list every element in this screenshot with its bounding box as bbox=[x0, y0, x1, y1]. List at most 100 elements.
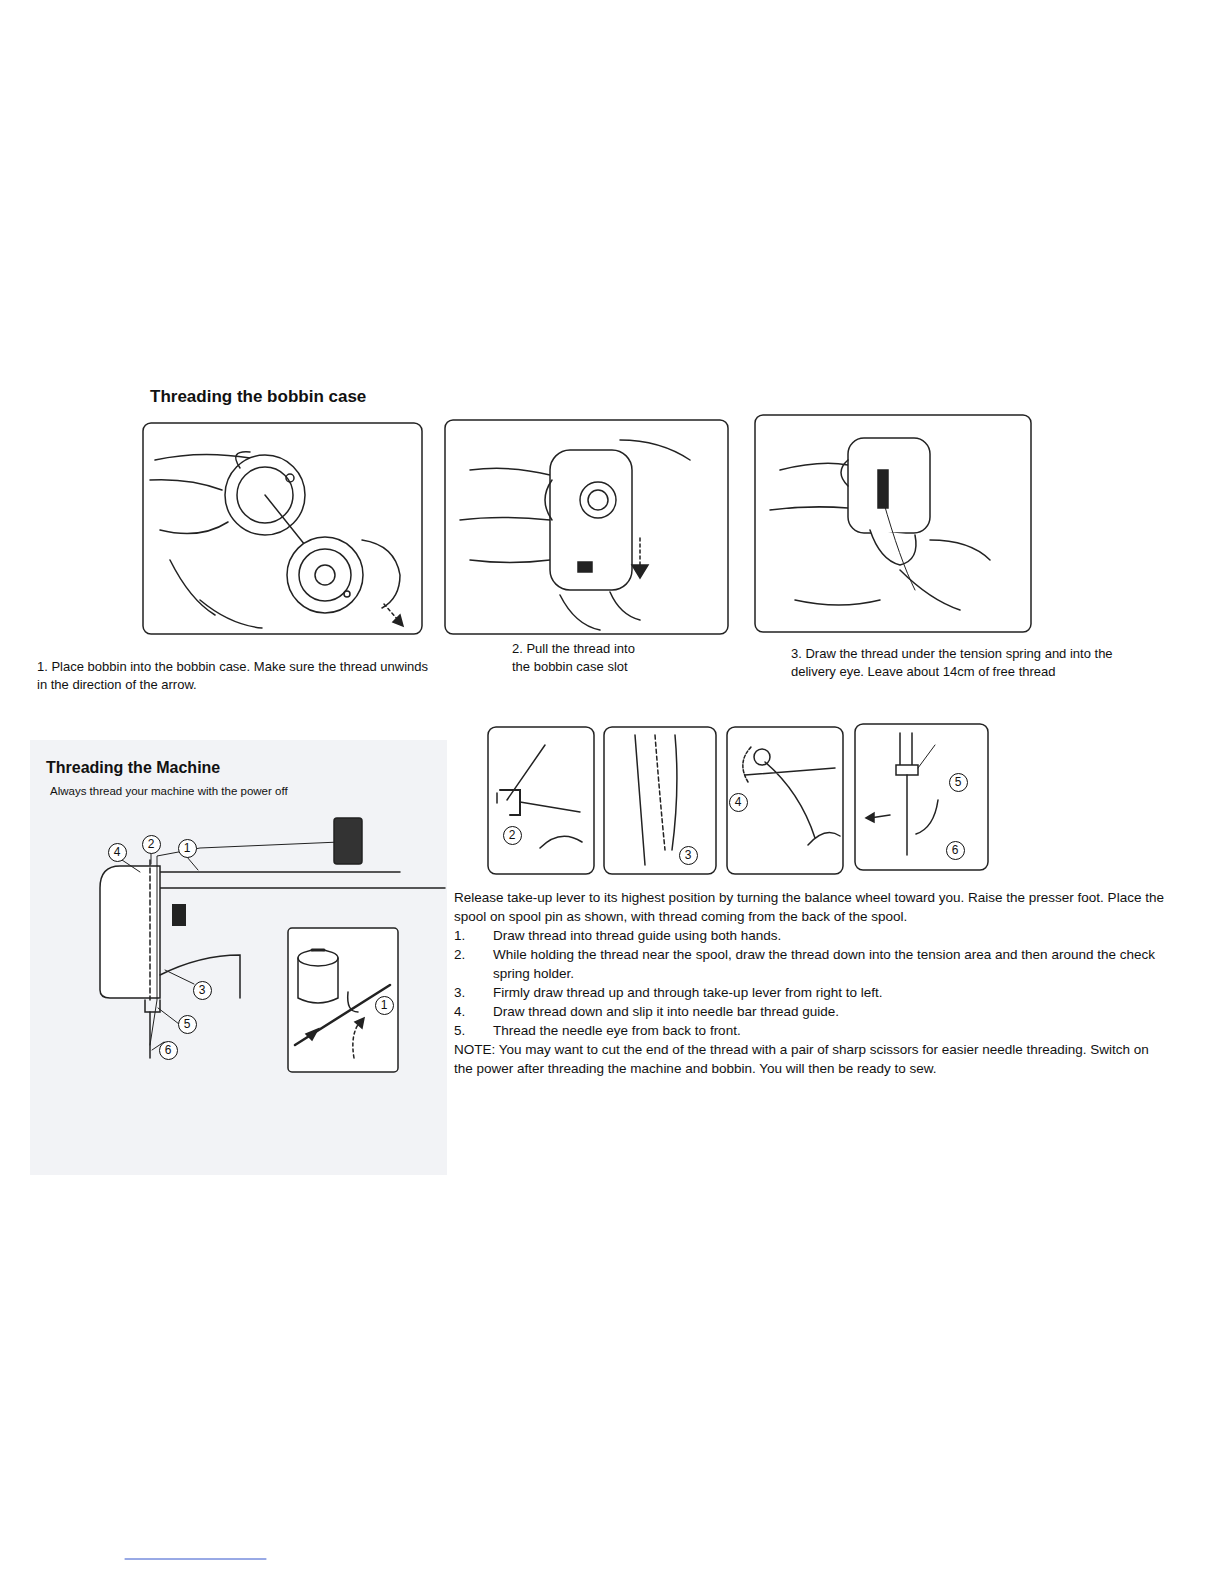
photo-frame bbox=[755, 415, 1031, 632]
item-number: 2. bbox=[454, 945, 493, 983]
machine-head bbox=[100, 866, 160, 998]
section-heading: Threading the bobbin case bbox=[150, 385, 366, 409]
bobbin-case bbox=[286, 474, 294, 482]
needle-clamp bbox=[896, 765, 918, 775]
paragraph: Release take-up lever to its highest pos… bbox=[454, 888, 1169, 926]
subheading: Always thread your machine with the powe… bbox=[50, 783, 370, 799]
callout-number: 3 bbox=[193, 981, 212, 1000]
direction-arrow bbox=[639, 538, 641, 566]
scan-ground bbox=[30, 740, 447, 1175]
thread bbox=[918, 745, 935, 768]
arrow-head bbox=[306, 1029, 318, 1040]
step-caption: 3. Draw the thread under the tension spr… bbox=[791, 645, 1121, 681]
thread bbox=[883, 500, 915, 590]
callout-text: 4 bbox=[735, 796, 742, 808]
callout-number: 3 bbox=[679, 846, 698, 865]
item-number: 5. bbox=[454, 1021, 493, 1040]
callout-number: 4 bbox=[729, 793, 748, 812]
needle-bar bbox=[149, 860, 151, 1000]
latch bbox=[841, 460, 848, 486]
spool-pin bbox=[312, 949, 324, 952]
step-frame bbox=[727, 727, 843, 874]
tension-dial bbox=[172, 904, 186, 926]
callout-number: 2 bbox=[142, 835, 161, 854]
bobbin-case bbox=[550, 450, 632, 590]
hand-sketch bbox=[770, 463, 990, 610]
list-item: 4.Draw thread down and slip it into need… bbox=[454, 1002, 1169, 1021]
thread-guide bbox=[348, 992, 358, 1012]
bobbin bbox=[299, 549, 351, 601]
bobbin bbox=[315, 565, 335, 585]
latch bbox=[545, 480, 552, 520]
instruction-block: Release take-up lever to its highest pos… bbox=[454, 888, 1169, 1078]
bobbin-case bbox=[580, 482, 616, 518]
case-slot bbox=[578, 562, 592, 572]
item-number: 3. bbox=[454, 983, 493, 1002]
callout-number: 5 bbox=[949, 773, 968, 792]
spool-pin bbox=[298, 950, 338, 966]
thread-guide bbox=[500, 790, 520, 815]
step-frame bbox=[855, 724, 988, 870]
item-text: Draw thread down and slip it into needle… bbox=[493, 1002, 839, 1021]
direction-arrow bbox=[384, 604, 398, 620]
direction-arrow bbox=[496, 793, 498, 803]
needle-clamp bbox=[145, 1000, 160, 1012]
callout-text: 4 bbox=[114, 846, 121, 858]
paragraph: NOTE: You may want to cut the end of the… bbox=[454, 1040, 1169, 1078]
hand-sketch bbox=[170, 540, 400, 628]
callout-text: 2 bbox=[509, 829, 516, 841]
take-up-lever bbox=[754, 749, 770, 765]
arrow-head bbox=[866, 813, 874, 822]
spindle bbox=[265, 495, 305, 545]
item-text: Firmly draw thread up and through take-u… bbox=[493, 983, 882, 1002]
callout-number: 6 bbox=[159, 1041, 178, 1060]
inset-frame bbox=[288, 928, 398, 1072]
spool-pin bbox=[298, 958, 338, 1003]
direction-arrow bbox=[353, 1022, 360, 1058]
bobbin bbox=[344, 591, 350, 597]
tension-spring bbox=[878, 470, 888, 508]
thumb-sketch bbox=[870, 530, 916, 565]
item-text: Thread the needle eye from back to front… bbox=[493, 1021, 741, 1040]
list-item: 5.Thread the needle eye from back to fro… bbox=[454, 1021, 1169, 1040]
needle bbox=[906, 775, 908, 855]
callout-text: 3 bbox=[685, 849, 692, 861]
callout-text: 1 bbox=[184, 842, 191, 854]
arrow-head bbox=[355, 1018, 364, 1028]
callout-number: 4 bbox=[108, 843, 127, 862]
photo-frame bbox=[445, 420, 728, 634]
step-caption: 2. Pull the thread into the bobbin case … bbox=[512, 640, 652, 676]
direction-arrow bbox=[743, 746, 752, 782]
callout-text: 2 bbox=[148, 838, 155, 850]
list-item: 1.Draw thread into thread guide using bo… bbox=[454, 926, 1169, 945]
callout-number: 1 bbox=[178, 839, 197, 858]
callout-text: 1 bbox=[381, 999, 388, 1011]
callout-text: 6 bbox=[165, 1044, 172, 1056]
step-frame bbox=[604, 727, 716, 874]
callout-number: 5 bbox=[178, 1015, 197, 1034]
leader-line bbox=[122, 853, 198, 1050]
link-underline bbox=[125, 1559, 266, 1560]
needle-bar bbox=[900, 733, 912, 765]
section-heading: Threading the Machine bbox=[46, 757, 366, 779]
bobbin bbox=[287, 537, 363, 613]
item-number: 4. bbox=[454, 1002, 493, 1021]
step-caption: 1. Place bobbin into the bobbin case. Ma… bbox=[37, 658, 437, 694]
photo-frame bbox=[143, 423, 422, 634]
arrow-head bbox=[632, 565, 648, 578]
spool bbox=[334, 818, 362, 864]
callout-text: 6 bbox=[952, 844, 959, 856]
callout-number: 1 bbox=[375, 996, 394, 1015]
needle bbox=[149, 1012, 151, 1058]
bobbin-case bbox=[588, 490, 608, 510]
item-text: While holding the thread near the spool,… bbox=[493, 945, 1169, 983]
arrow-head bbox=[393, 615, 403, 626]
item-number: 1. bbox=[454, 926, 493, 945]
callout-number: 6 bbox=[946, 841, 965, 860]
list-item: 3.Firmly draw thread up and through take… bbox=[454, 983, 1169, 1002]
hand-sketch bbox=[460, 440, 690, 630]
thread bbox=[295, 985, 390, 1045]
machine-sketch bbox=[635, 735, 677, 865]
machine-arm bbox=[160, 872, 445, 888]
